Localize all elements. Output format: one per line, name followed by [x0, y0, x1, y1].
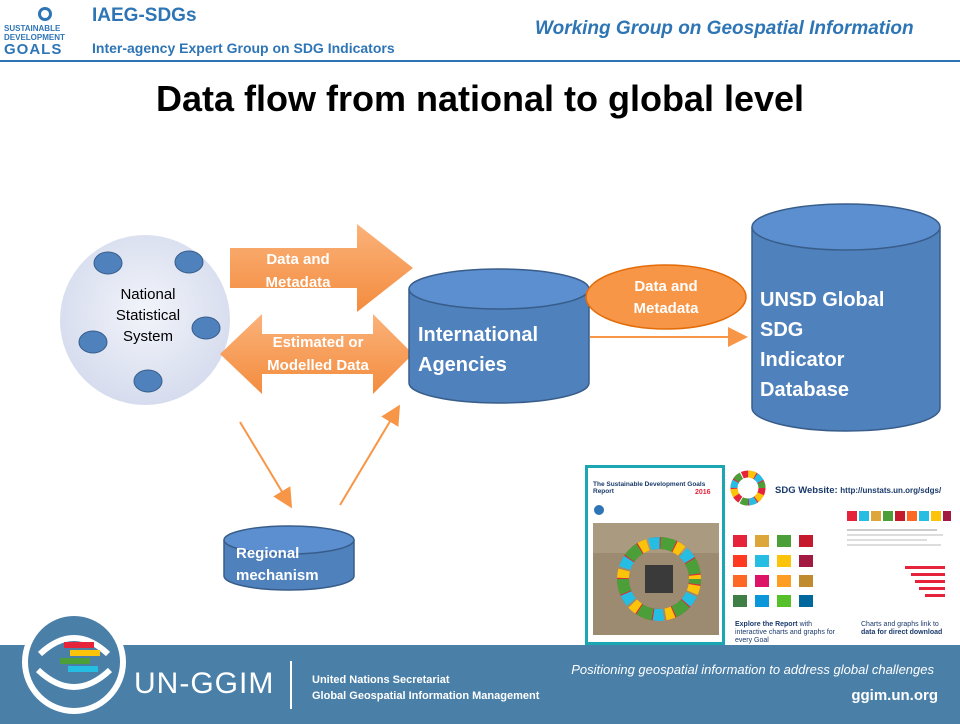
unsd-label: SDG — [760, 319, 803, 341]
sdg-website-label: SDG Website: — [775, 485, 838, 496]
nss-circle — [60, 235, 230, 405]
double-arrow-label: Estimated or — [273, 334, 364, 351]
data-right-arrow — [230, 224, 413, 312]
regional-label: mechanism — [236, 567, 319, 584]
logo-text-2: DEVELOPMENT — [4, 33, 65, 42]
nss-label: National — [120, 286, 175, 303]
oval-label: Metadata — [633, 300, 699, 317]
intl-agencies-label: International — [418, 324, 538, 346]
unsd-label: Indicator — [760, 349, 845, 371]
sdg-report-panel: The Sustainable Development Goals Report… — [585, 465, 955, 645]
un-ggim-logo-icon — [22, 610, 126, 714]
footer-bar: UN-GGIM United Nations Secretariat Globa… — [0, 645, 960, 724]
report-year: 2016 — [695, 489, 711, 496]
charts-text: Charts and graphs link to — [861, 621, 939, 628]
sdg-website-url[interactable]: http://unstats.un.org/sdgs/ — [840, 486, 942, 495]
nss-node — [133, 369, 163, 393]
sdg-wheel-icon — [730, 470, 766, 506]
footer-org-line2: Global Geospatial Information Management — [312, 690, 540, 702]
header-subtitle: Inter-agency Expert Group on SDG Indicat… — [92, 40, 395, 56]
header-divider — [0, 60, 960, 62]
nss-node — [93, 251, 123, 275]
nss-label: Statistical — [116, 307, 180, 324]
arrow-right-label: Data and — [266, 251, 329, 268]
sdg-logo: SUSTAINABLE DEVELOPMENT GOALS — [4, 4, 86, 58]
data-metadata-oval — [585, 264, 747, 330]
report-title: The Sustainable Development Goals Report — [593, 481, 706, 495]
footer-url[interactable]: ggim.un.org — [851, 687, 938, 704]
flow-diagram: National Statistical System Data and Met… — [60, 203, 941, 591]
footer-org: United Nations Secretariat Global Geospa… — [312, 672, 539, 704]
intl-agencies-label: Agencies — [418, 354, 507, 376]
explore-bold: Explore the Report — [735, 621, 798, 628]
un-emblem-icon — [38, 7, 52, 21]
footer-tagline: Positioning geospatial information to ad… — [571, 662, 934, 677]
sdg-website-line: SDG Website: http://unstats.un.org/sdgs/ — [775, 485, 941, 496]
regional-label: Regional — [236, 545, 299, 562]
double-arrow-label: Modelled Data — [267, 357, 369, 374]
slide-title: Data flow from national to global level — [155, 78, 805, 119]
report-cover[interactable]: The Sustainable Development Goals Report… — [585, 465, 725, 645]
modelled-data-double-arrow — [220, 314, 413, 394]
footer-divider — [290, 661, 292, 709]
explore-report-note: Explore the Report with interactive char… — [735, 621, 845, 645]
nss-to-regional-arrow — [239, 421, 293, 509]
regional-to-intl-arrow — [339, 404, 401, 506]
header-title: IAEG-SDGs — [92, 5, 197, 26]
arrow-right-label: Metadata — [265, 274, 331, 291]
unsd-label: Database — [760, 379, 849, 401]
footer-brand: UN-GGIM — [134, 667, 275, 700]
nss-node — [78, 330, 108, 354]
unsd-database-cylinder — [751, 227, 941, 432]
nss-label: System — [123, 328, 173, 345]
report-photo — [593, 523, 719, 635]
un-logo-icon — [594, 505, 604, 515]
charts-download-note: Charts and graphs link to data for direc… — [861, 621, 953, 637]
explore-rest: with interactive charts and graphs for e… — [735, 621, 835, 644]
footer-org-line1: United Nations Secretariat — [312, 674, 450, 686]
nss-node — [191, 316, 221, 340]
working-group-label: Working Group on Geospatial Information — [535, 18, 914, 39]
website-screenshot — [845, 511, 953, 611]
logo-text-3: GOALS — [4, 41, 63, 58]
sdg-goal-tiles — [733, 535, 833, 617]
nss-node — [174, 250, 204, 274]
logo-text-1: SUSTAINABLE — [4, 24, 61, 33]
sdg-wheel-photo — [593, 523, 719, 635]
charts-bold: data for direct download — [861, 629, 943, 636]
unsd-label: UNSD Global — [760, 289, 884, 311]
intl-agencies-cylinder — [408, 289, 590, 404]
oval-label: Data and — [634, 278, 697, 295]
